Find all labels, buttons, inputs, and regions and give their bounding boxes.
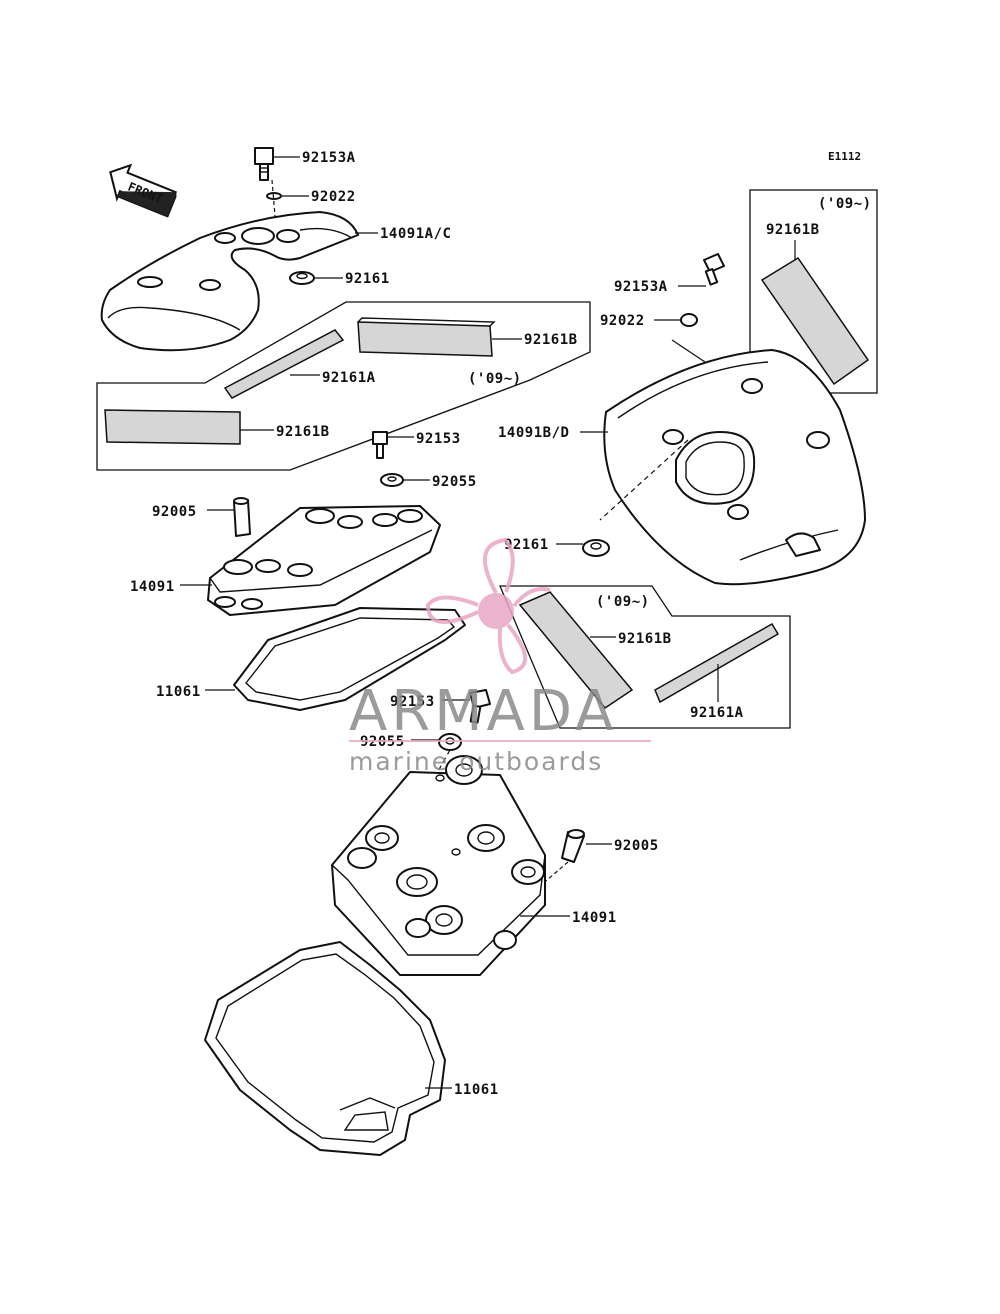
label-14091AC: 14091A/C [380,226,451,242]
armada-watermark: ARMADA marine outboards [349,537,651,776]
dowel-92005-right [561,829,585,863]
label-92153-mid: 92153 [416,431,461,447]
diagram-code: E1112 [828,150,861,163]
pad-92161B-top [357,317,496,357]
washer-92022-right [680,313,698,327]
front-arrow: FRONT [109,163,177,218]
watermark-brand: ARMADA [349,679,617,744]
washer-92022-top [266,192,282,200]
label-92022-right: 92022 [600,313,645,329]
label-92055-mid: 92055 [432,474,477,490]
gasket-11061-lower [204,941,446,1156]
dowel-92005-left [233,497,251,537]
label-92153A-right: 92153A [614,279,668,295]
pad-92161B-left [104,409,241,445]
label-92161-top: 92161 [345,271,390,287]
grommet-92161-right [582,539,610,557]
label-92161A-top: 92161A [322,370,376,386]
gasket-11061-upper [233,607,466,711]
label-09-top: ('09~) [468,371,522,387]
label-92161B-lower: 92161B [618,631,672,647]
label-92161B-right-box: 92161B [766,222,820,238]
label-92153A-top: 92153A [302,150,356,166]
label-92161B-top: 92161B [524,332,578,348]
label-92161A-lower: 92161A [690,705,744,721]
label-92161B-left: 92161B [276,424,330,440]
bolt-92153-low [469,689,491,724]
label-14091-left: 14091 [130,579,175,595]
cover-14091AC [100,211,359,352]
washer-92055-mid [380,473,404,487]
label-92161-right: 92161 [504,537,549,553]
bolt-92153-mid [372,431,388,459]
strip-92161A-lower [654,622,780,704]
label-92005-right: 92005 [614,838,659,854]
head-cover-14091-lower [331,755,546,976]
box-09-lower [499,585,791,729]
label-11061-bottom: 11061 [454,1082,499,1098]
label-09-lower: ('09~) [596,594,650,610]
propeller-logo [425,537,551,675]
label-11061-left: 11061 [156,684,201,700]
bolt-92153A-top [254,147,274,181]
label-92153-low: 92153 [390,694,435,710]
label-92022-top: 92022 [311,189,356,205]
watermark-tagline: marine outboards [349,747,603,776]
pad-92161B-right [760,256,870,386]
label-14091BD: 14091B/D [498,425,569,441]
strip-92161A-top [223,329,345,399]
box-09-top [96,301,591,471]
label-14091-right: 14091 [572,910,617,926]
cover-14091BD [599,349,866,586]
bolt-92153A-right [703,253,725,286]
label-92005-left: 92005 [152,504,197,520]
label-09-right-box: ('09~) [818,196,872,212]
head-cover-14091-upper [207,505,441,616]
pad-92161B-lower [518,591,634,709]
